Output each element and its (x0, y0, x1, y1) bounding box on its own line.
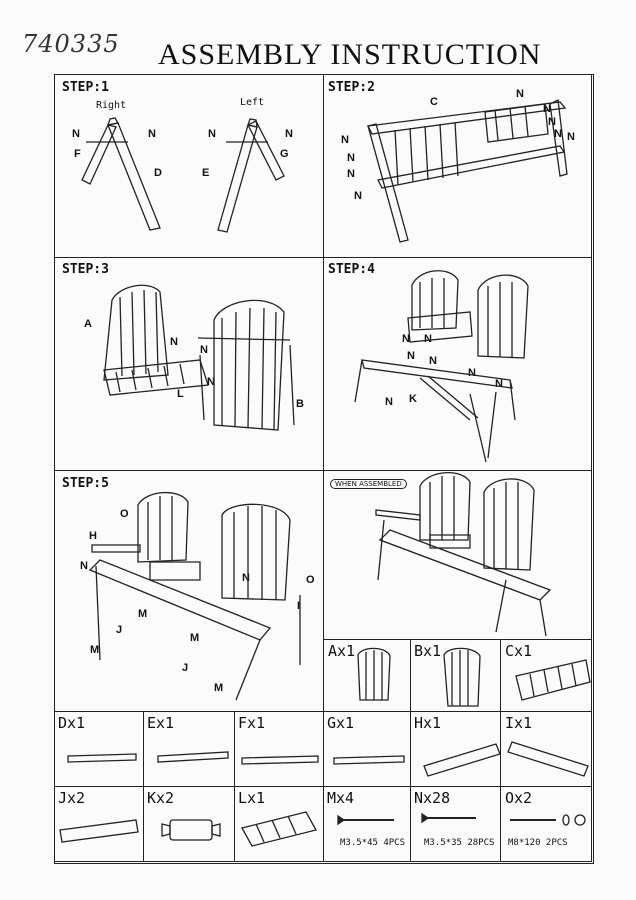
step3-callout: A (84, 318, 92, 330)
leg-f-drawing (81, 124, 117, 185)
page-title: ASSEMBLY INSTRUCTION (158, 38, 542, 71)
step4-drawing (354, 270, 529, 463)
step5-callout: I (297, 600, 301, 612)
step2-callout: C (430, 96, 438, 108)
bench-frame-drawing (367, 99, 568, 243)
step3-callout: N (207, 376, 215, 388)
step4-callout: N (407, 350, 415, 362)
step1-label: STEP:1 (62, 80, 109, 95)
step5-callout: N (242, 572, 250, 584)
part-k-label: Kx2 (147, 789, 175, 807)
step2-callout: N (347, 152, 355, 164)
step4-callout: N (385, 396, 393, 408)
step2-callout: N (341, 134, 349, 146)
step3-callout: B (296, 398, 304, 410)
step5-callout: J (182, 662, 189, 674)
step1-callout: N (208, 128, 216, 140)
step5-callout: J (116, 624, 123, 636)
part-j-thumb (59, 819, 139, 843)
step5-drawing (88, 491, 301, 701)
part-n-thumb (421, 812, 476, 824)
part-i-label: Ix1 (505, 714, 533, 732)
step4-label: STEP:4 (328, 262, 375, 277)
leg-g-drawing (247, 120, 285, 181)
step3-label: STEP:3 (62, 262, 109, 277)
part-a-label: Ax1 (328, 642, 356, 660)
part-o-spec: M8*120 2PCS (508, 838, 568, 848)
part-n-spec: M3.5*35 28PCS (424, 838, 495, 848)
part-d-label: Dx1 (58, 714, 86, 732)
step4-callout: N (429, 355, 437, 367)
step2-callout: N (554, 128, 562, 140)
part-o-thumb (510, 814, 586, 826)
part-h-thumb (423, 743, 501, 777)
part-g-label: Gx1 (327, 714, 355, 732)
part-b-thumb (443, 647, 481, 707)
step1-callout: G (280, 148, 289, 160)
step1-callout: E (202, 167, 210, 179)
part-l-thumb (241, 811, 317, 847)
handwritten-code: 740335 (22, 30, 120, 58)
assembled-bench-drawing (375, 471, 552, 637)
part-l-label: Lx1 (238, 789, 266, 807)
part-n-label: Nx28 (414, 789, 451, 807)
part-i-thumb (507, 741, 589, 777)
when-assembled-badge: WHEN ASSEMBLED (330, 479, 407, 489)
part-o-cell (500, 786, 592, 862)
step5-callout: H (89, 530, 97, 542)
part-e-thumb (157, 751, 229, 763)
step5-callout: M (190, 632, 200, 644)
part-m-thumb (337, 814, 394, 826)
part-b-label: Bx1 (414, 642, 442, 660)
part-a-thumb (357, 647, 391, 701)
step1-callout: F (74, 148, 81, 160)
part-g-thumb (333, 755, 405, 765)
step1-left-label: Left (240, 97, 265, 108)
step4-callout: N (495, 378, 503, 390)
step3-callout: N (170, 336, 178, 348)
step3-callout: N (200, 344, 208, 356)
step5-callout: N (80, 560, 88, 572)
part-h-label: Hx1 (414, 714, 442, 732)
step4-callout: N (468, 367, 476, 379)
step1-callout: N (148, 128, 156, 140)
leg-e-drawing (217, 118, 258, 233)
part-c-thumb (515, 659, 591, 701)
step2-label: STEP:2 (328, 80, 375, 95)
step2-callout: N (543, 103, 551, 115)
step4-callout: N (424, 333, 432, 345)
step2-callout: N (354, 190, 362, 202)
step1-callout: N (285, 128, 293, 140)
chair-a-drawing (103, 284, 209, 396)
part-m-spec: M3.5*45 4PCS (340, 838, 406, 848)
chair-b-drawing (197, 299, 295, 431)
part-j-label: Jx2 (58, 789, 86, 807)
step4-callout: N (402, 333, 410, 345)
step5-callout: M (214, 682, 224, 694)
part-d-thumb (67, 753, 137, 763)
step2-callout: N (347, 168, 355, 180)
leg-d-drawing (107, 117, 161, 231)
part-c-label: Cx1 (505, 642, 533, 660)
step2-callout: N (516, 88, 524, 100)
part-k-thumb (161, 819, 221, 841)
part-o-label: Ox2 (505, 789, 533, 807)
step5-callout: M (90, 644, 100, 656)
step5-callout: M (138, 608, 148, 620)
step5-callout: O (306, 574, 315, 586)
step1-right-label: Right (96, 100, 127, 111)
step1-callout: N (72, 128, 80, 140)
part-f-label: Fx1 (238, 714, 266, 732)
step3-callout: L (177, 388, 184, 400)
step5-label: STEP:5 (62, 476, 109, 491)
step1-callout: D (154, 167, 162, 179)
part-f-thumb (241, 755, 319, 765)
part-m-label: Mx4 (327, 789, 355, 807)
step4-callout: K (409, 393, 417, 405)
step2-callout: N (567, 131, 575, 143)
step5-callout: O (120, 508, 129, 520)
part-e-label: Ex1 (147, 714, 175, 732)
